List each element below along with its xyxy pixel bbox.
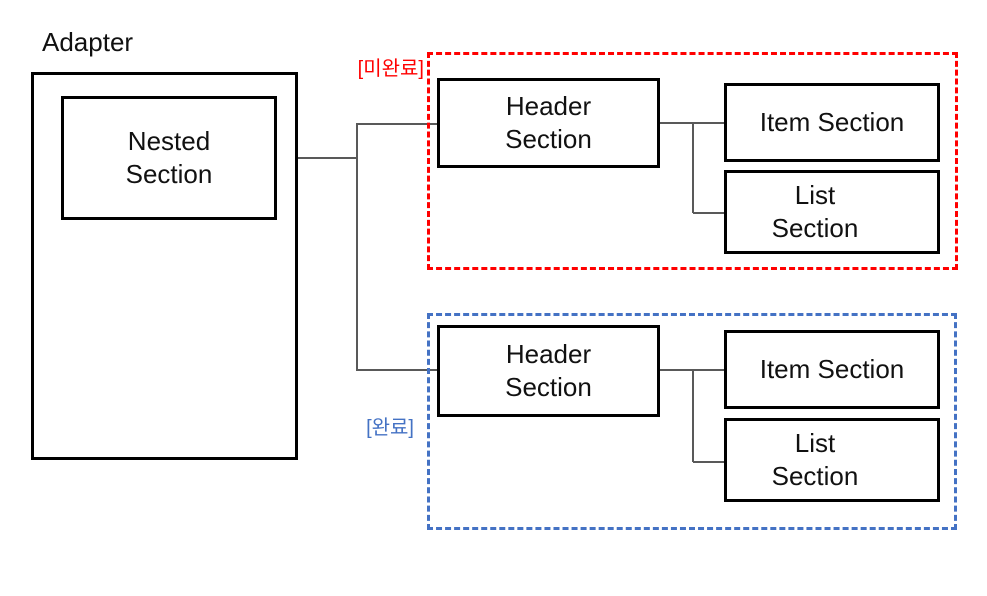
complete-group-boundary [427, 313, 957, 530]
diagram-title: Adapter [42, 27, 134, 57]
complete-item-section-box: Item Section [724, 330, 940, 409]
complete-list-section-box: List Section [724, 418, 940, 502]
nested-section-box: Nested Section [61, 96, 277, 220]
incomplete-header-section-box: Header Section [437, 78, 660, 168]
complete-group-tag: [완료] [366, 417, 414, 439]
complete-header-section-box: Header Section [437, 325, 660, 417]
incomplete-group-tag: [미완료] [357, 58, 424, 80]
incomplete-group-boundary [427, 52, 958, 270]
incomplete-list-section-box: List Section [724, 170, 940, 254]
incomplete-item-section-box: Item Section [724, 83, 940, 162]
